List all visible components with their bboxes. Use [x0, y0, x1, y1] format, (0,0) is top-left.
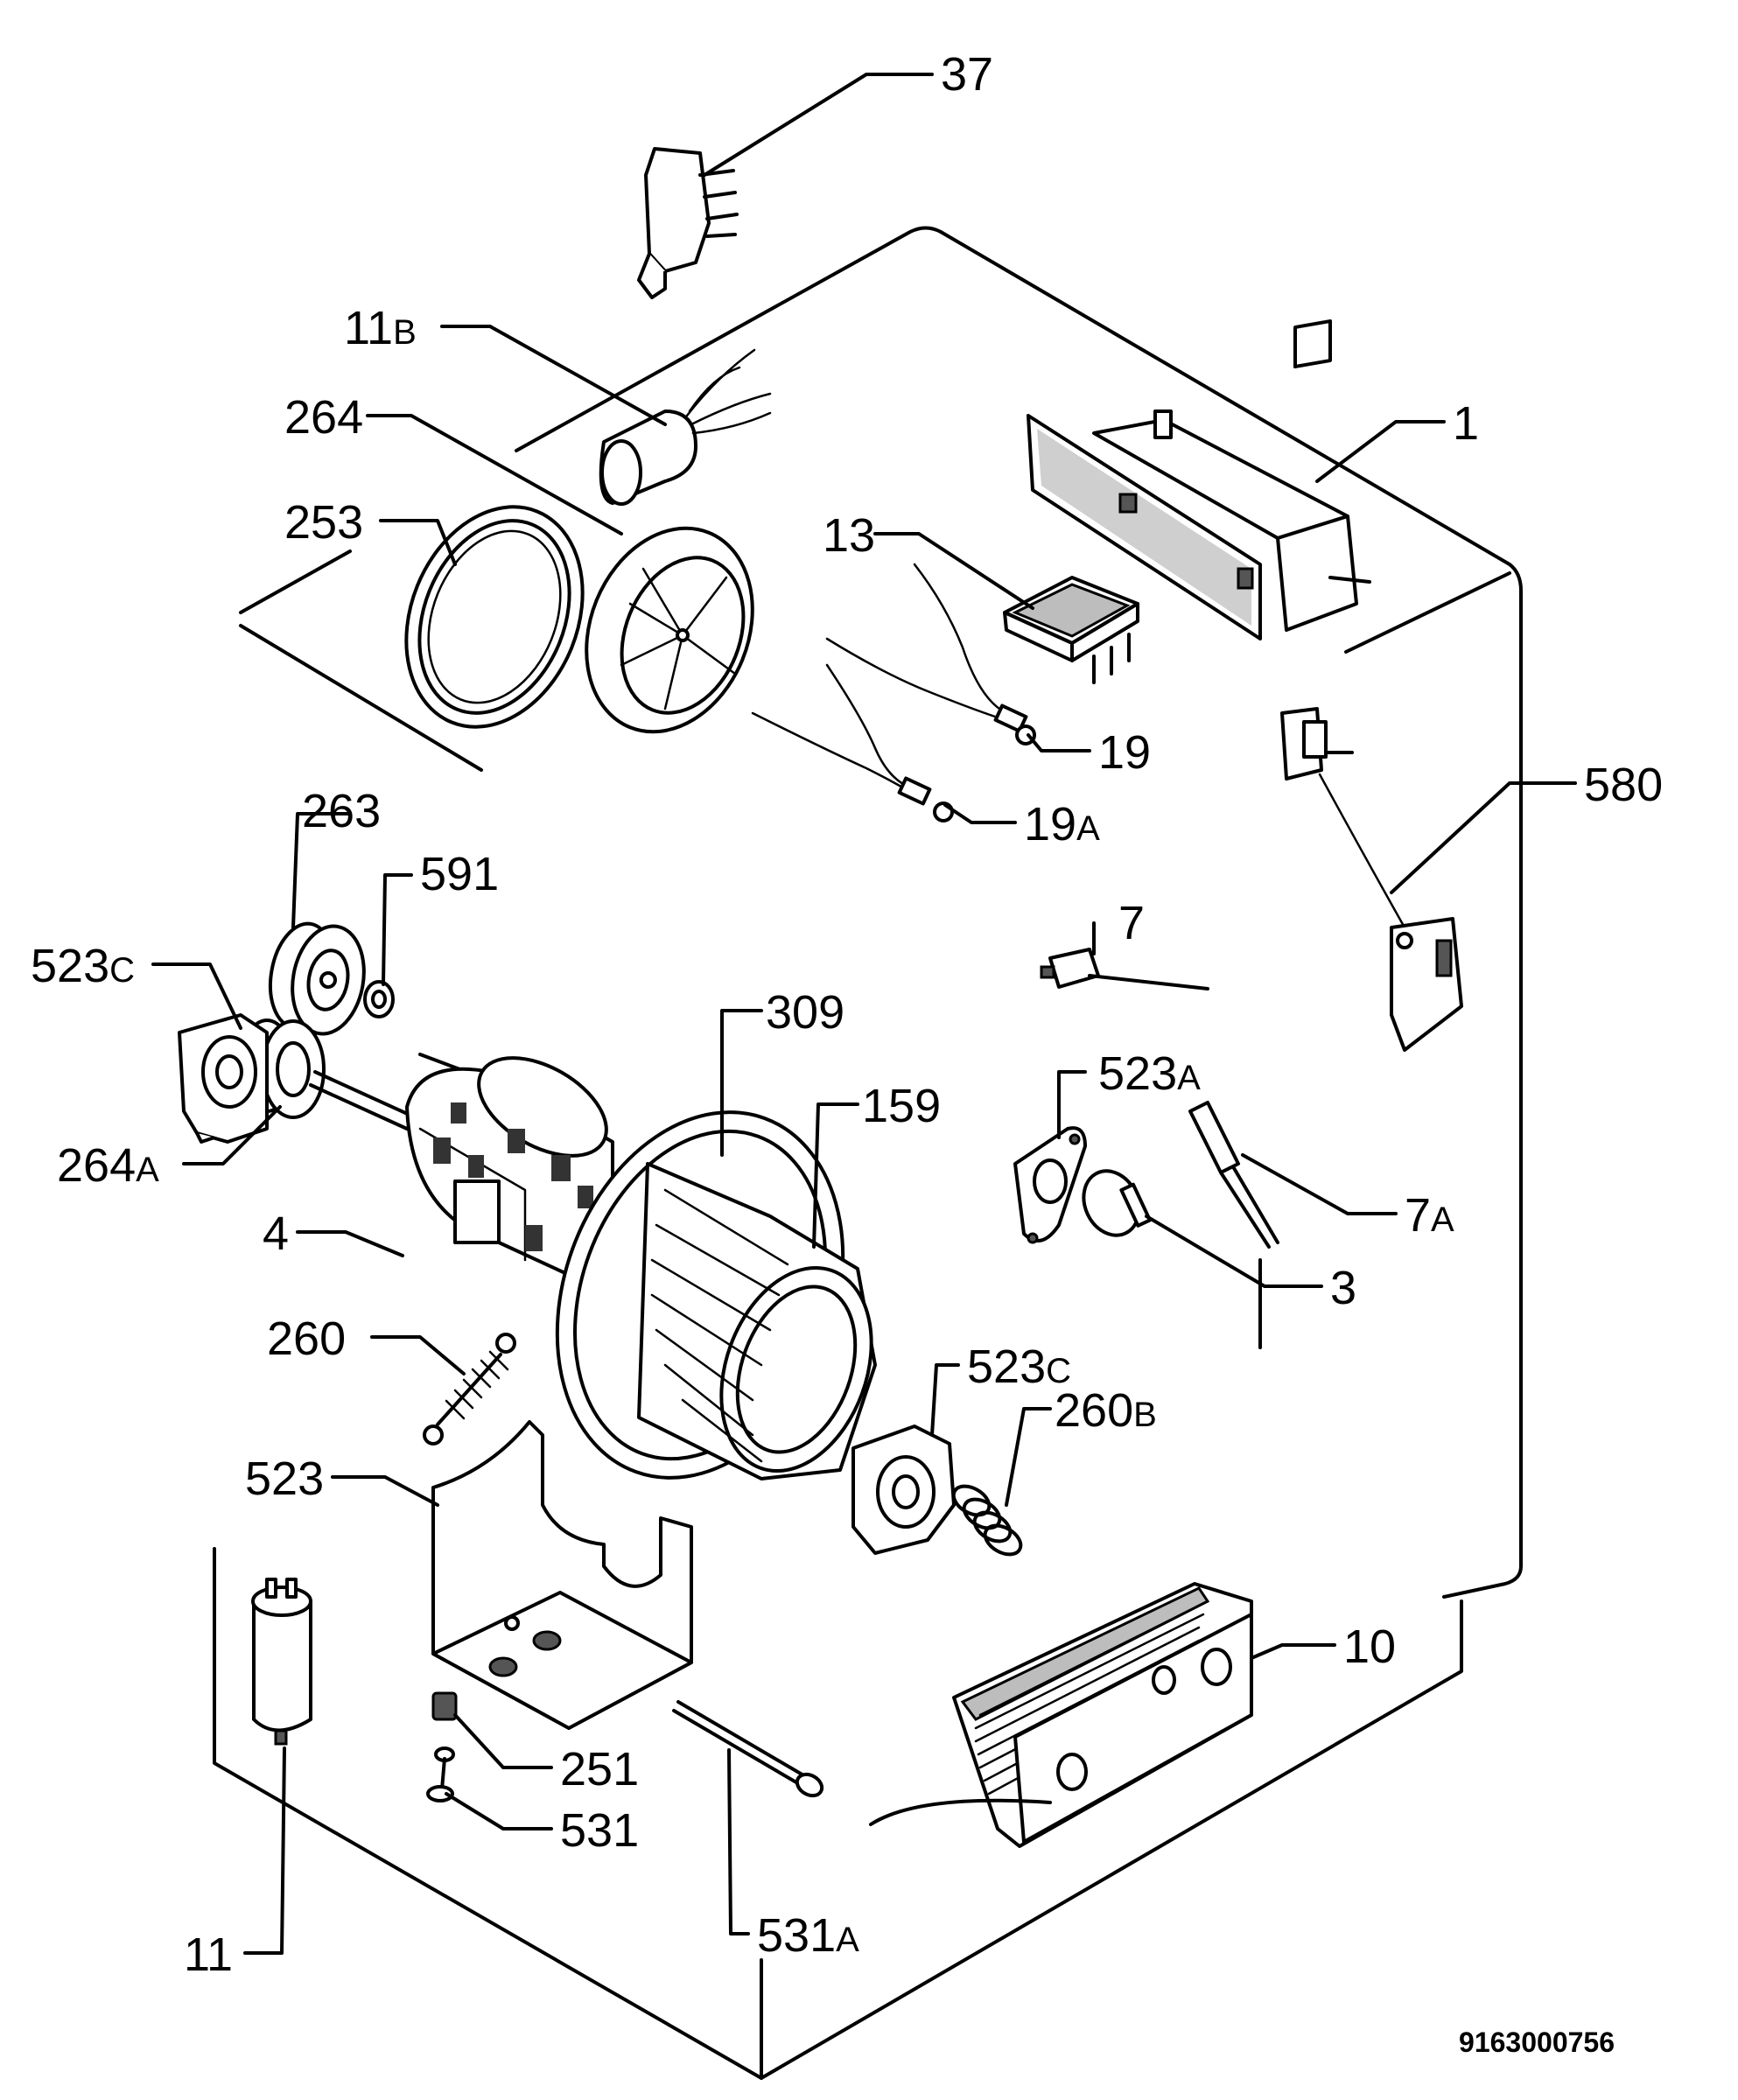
part-260b-spring	[951, 1484, 1023, 1557]
callout-523a-suffix: A	[1177, 1059, 1201, 1097]
callout-523c-right-suffix: C	[1046, 1352, 1071, 1390]
callout-159: 159	[862, 1080, 941, 1132]
part-19-sensor	[825, 563, 1036, 746]
part-3-thermostat	[1082, 1169, 1152, 1237]
callout-253: 253	[284, 496, 363, 549]
part-251-nut	[431, 1691, 458, 1721]
callout-260b: 260B	[1055, 1384, 1157, 1437]
callout-263: 263	[302, 785, 381, 837]
part-1-timer	[1027, 318, 1371, 640]
callout-10: 10	[1343, 1620, 1396, 1673]
part-531a-bolt	[672, 1700, 824, 1798]
callout-523: 523	[245, 1452, 324, 1505]
callout-309: 309	[766, 986, 844, 1039]
callout-264a: 264A	[57, 1139, 159, 1192]
part-19a-sensor	[751, 663, 954, 822]
part-7-micro-switch	[1040, 948, 1209, 990]
callout-264: 264	[284, 391, 363, 444]
part-11b-capacitor	[599, 348, 772, 506]
part-591-washer	[363, 980, 395, 1018]
callout-11b: 11B	[344, 302, 417, 354]
part-523c-bracket-right	[851, 1424, 956, 1555]
part-7a-fuse	[1188, 1101, 1279, 1249]
part-263-pulley	[268, 921, 366, 1036]
part-580-thermostat-switch	[1280, 707, 1463, 1052]
part-13-terminal-block	[1003, 576, 1139, 684]
callout-591: 591	[420, 848, 499, 900]
cabinet-outline	[213, 226, 1523, 2080]
part-531-screw	[426, 1746, 455, 1802]
part-4-motor	[405, 1056, 614, 1297]
part-10-heater	[869, 1582, 1253, 1848]
part-260-spring	[423, 1333, 516, 1446]
part-523a-plate	[1013, 1126, 1087, 1244]
callout-7a: 7A	[1405, 1189, 1454, 1242]
part-159-fan-drum	[637, 1162, 877, 1480]
callout-260b-suffix: B	[1133, 1396, 1157, 1434]
callout-7: 7	[1118, 897, 1145, 949]
callout-4: 4	[263, 1208, 289, 1260]
callout-19a-suffix: A	[1076, 809, 1100, 848]
callout-260: 260	[267, 1312, 346, 1365]
callout-3: 3	[1330, 1262, 1356, 1314]
part-37-connector	[637, 147, 739, 299]
callout-531a-suffix: A	[836, 1921, 859, 1959]
part-264-fan-wheel	[585, 526, 754, 734]
part-11-run-capacitor	[251, 1578, 312, 1746]
callout-11: 11	[184, 1928, 233, 1981]
callout-523c-left-suffix: C	[109, 951, 135, 990]
callout-523a: 523A	[1098, 1047, 1201, 1100]
part-253-ring-gasket	[404, 505, 585, 729]
document-id: 9163000756	[1459, 2026, 1615, 2058]
callout-leaders	[151, 73, 1577, 1955]
callout-251: 251	[560, 1743, 639, 1796]
callout-19: 19	[1098, 726, 1151, 779]
callout-19a: 19A	[1024, 798, 1100, 850]
callout-531a: 531A	[757, 1909, 859, 1962]
callout-531: 531	[560, 1804, 639, 1857]
callout-37: 37	[941, 48, 993, 101]
callout-523c-left: 523C	[31, 940, 135, 992]
callout-11b-number: 11	[344, 302, 393, 354]
callout-264a-suffix: A	[136, 1151, 159, 1189]
callout-7a-suffix: A	[1431, 1200, 1454, 1239]
callout-11b-suffix: B	[393, 313, 417, 352]
callout-13: 13	[823, 509, 875, 562]
part-523c-bracket-left	[178, 1013, 269, 1144]
callout-1: 1	[1453, 397, 1479, 450]
callout-labels: 37 11B 264 1 253 13 19 19A 263 580 591 5…	[31, 48, 1663, 1981]
part-523-cradle	[431, 1420, 693, 1730]
callout-523c-right: 523C	[967, 1340, 1071, 1393]
callout-580: 580	[1584, 759, 1663, 811]
